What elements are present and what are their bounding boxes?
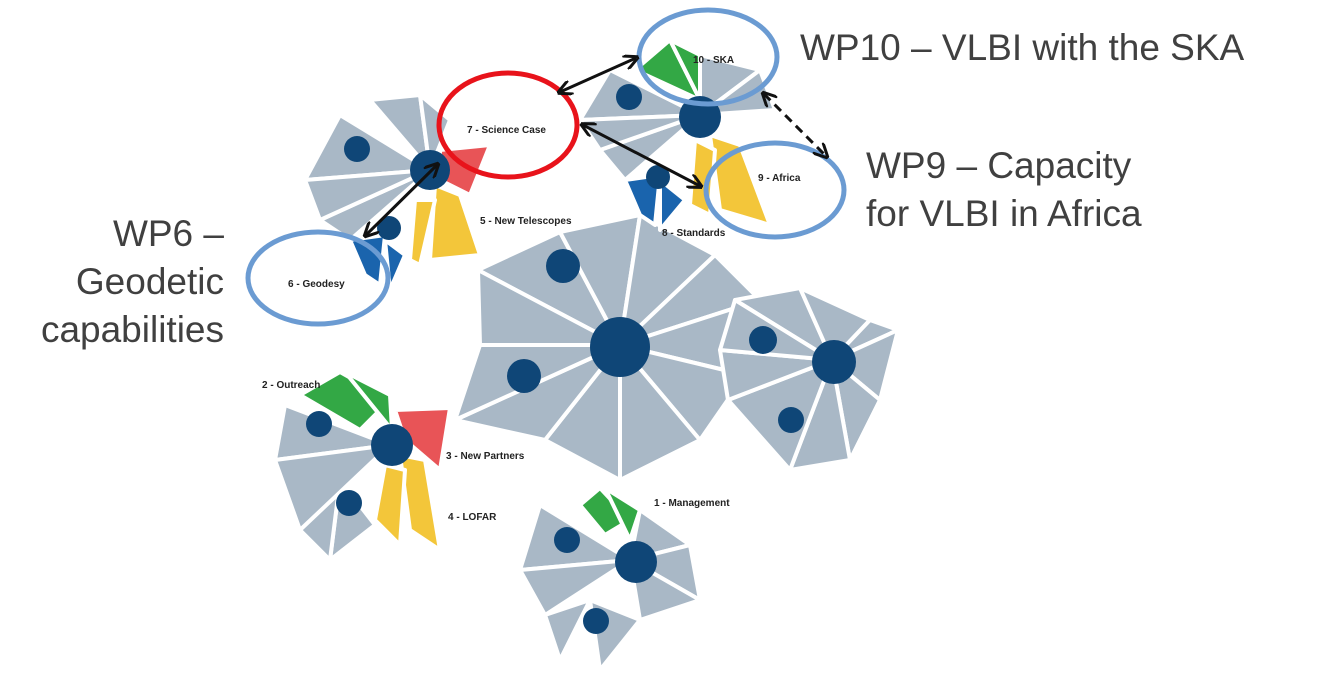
highlight-wp7-ring <box>436 70 580 180</box>
callout-wp6-line2: Geodetic <box>75 261 224 302</box>
management-node-left <box>554 527 580 553</box>
management-hub <box>615 541 657 583</box>
label-wp3: 3 - New Partners <box>446 451 525 462</box>
central-node-top <box>546 249 580 283</box>
central-cluster <box>453 213 762 482</box>
management-node-bottom <box>583 608 609 634</box>
label-wp1: 1 - Management <box>654 498 730 509</box>
label-wp10: 10 - SKA <box>693 55 734 66</box>
right-hub <box>812 340 856 384</box>
label-wp7: 7 - Science Case <box>467 125 546 136</box>
upper-left-cluster <box>303 93 492 292</box>
right-cluster <box>718 286 900 472</box>
label-wp9: 9 - Africa <box>758 173 801 184</box>
callout-wp10: WP10 – VLBI with the SKA <box>800 27 1245 68</box>
label-wp8: 8 - Standards <box>662 228 726 239</box>
lower-left-hub <box>371 424 413 466</box>
callout-wp6-line3: capabilities <box>40 309 224 350</box>
arrow-wp7-wp6 <box>366 165 437 235</box>
label-wp5: 5 - New Telescopes <box>480 216 572 227</box>
right-node-top <box>749 326 777 354</box>
highlight-wp6-ring <box>245 229 391 327</box>
label-wp2: 2 - Outreach <box>262 380 320 391</box>
callout-wp9-line2: for VLBI in Africa <box>866 193 1142 234</box>
central-hub <box>590 317 650 377</box>
label-wp4: 4 - LOFAR <box>448 512 497 523</box>
upper-right-node-top <box>616 84 642 110</box>
right-node-bottom <box>778 407 804 433</box>
callout-wp9-line1: WP9 – Capacity <box>866 145 1132 186</box>
arrow-wp7-wp9 <box>583 125 700 186</box>
arrow-wp7-wp10 <box>560 58 636 92</box>
lower-left-node-bottom <box>336 490 362 516</box>
upper-left-node-top <box>344 136 370 162</box>
lower-left-node-top <box>306 411 332 437</box>
lower-left-cluster <box>273 370 452 562</box>
central-node-left <box>507 359 541 393</box>
label-wp6: 6 - Geodesy <box>288 279 345 290</box>
management-cluster <box>518 486 702 672</box>
callout-wp6-line1: WP6 – <box>112 213 224 254</box>
